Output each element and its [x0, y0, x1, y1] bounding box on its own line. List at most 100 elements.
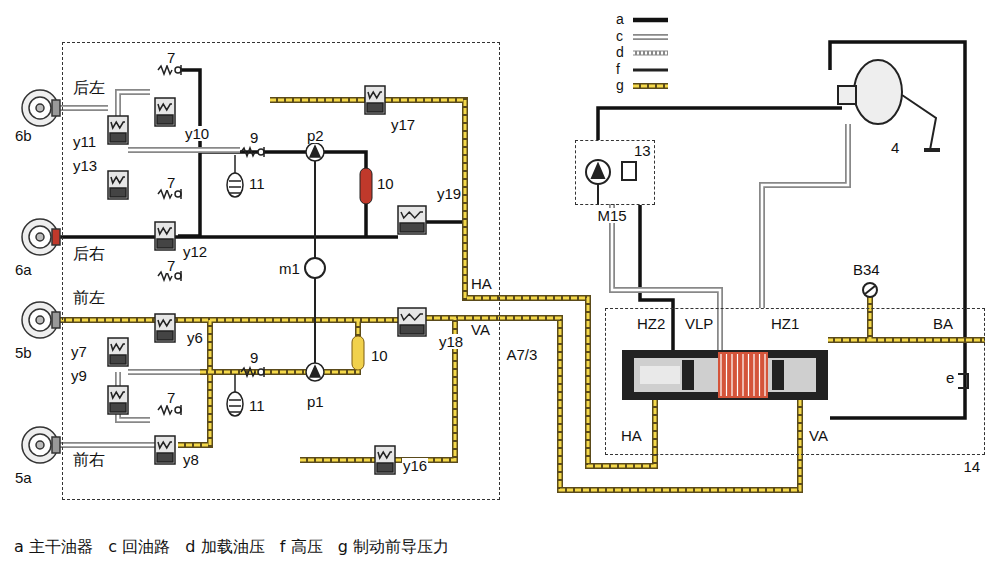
valve-symbol	[155, 98, 175, 126]
pilot-pressure-pipe-core	[426, 317, 500, 320]
valve-symbol	[111, 177, 125, 183]
valve-symbol	[306, 363, 324, 381]
callout-label: y10	[184, 126, 210, 141]
tandem-master-cylinder	[640, 366, 680, 384]
legend-sample	[633, 34, 668, 40]
legend-letter: g	[615, 78, 625, 92]
return-pipe	[128, 147, 240, 153]
valve-symbol	[108, 116, 128, 144]
callout-label: y11	[72, 134, 97, 149]
unit-callout: 14	[963, 459, 982, 474]
callout-label: HA	[620, 428, 643, 443]
pilot-pressure-pipe	[58, 100, 985, 460]
pipe-line	[499, 298, 655, 466]
pressure-sensor	[863, 283, 877, 297]
valve-symbol	[175, 273, 181, 279]
valve-symbol	[155, 314, 175, 342]
return-pipe	[58, 105, 108, 111]
legend-letter: d	[615, 45, 625, 59]
callout-label: y12	[182, 244, 208, 259]
valve-symbol	[158, 66, 172, 74]
valve-symbol	[158, 406, 172, 414]
return-pipe-core	[58, 444, 155, 447]
valve-symbol	[401, 314, 423, 320]
valve-symbol	[368, 92, 382, 98]
tandem-master-cylinder	[682, 360, 694, 390]
valve-symbol	[158, 320, 172, 326]
callout-label: 9	[249, 350, 259, 365]
pipe-line	[499, 318, 800, 490]
valve-symbol	[108, 171, 128, 199]
valve-symbol	[155, 222, 175, 250]
valve-symbol	[108, 171, 128, 199]
high-pressure-pipe	[830, 42, 965, 418]
legend-sample	[633, 85, 668, 88]
legend-sample	[633, 36, 668, 39]
return-pipe	[717, 308, 723, 352]
valve-symbol	[155, 98, 175, 126]
callout-label: y7	[70, 344, 88, 359]
pump-shaft	[305, 258, 325, 278]
valve-symbol	[367, 103, 383, 112]
callout-label: 6b	[14, 128, 33, 143]
callout-label: VLP	[684, 316, 714, 331]
valve-symbol	[234, 155, 236, 173]
valve-symbol	[158, 104, 172, 110]
legend-letter: c	[615, 29, 624, 43]
valve-symbol	[241, 148, 255, 156]
valve-symbol	[263, 367, 265, 377]
pilot-pressure-pipe-core	[300, 318, 455, 460]
valve-symbol	[258, 149, 264, 155]
wheel-position: 前右	[72, 452, 106, 468]
high-pressure-pipe	[178, 70, 200, 237]
valve-symbol	[365, 86, 385, 114]
pilot-pressure-pipe-core	[799, 400, 802, 455]
pilot-pressure-pipe	[300, 318, 455, 460]
valve-symbol	[352, 336, 364, 370]
callout-label: VA	[808, 428, 829, 443]
wheel-position: 后左	[72, 80, 106, 96]
callout-label: 6a	[14, 262, 33, 277]
pilot-pressure-pipe-core	[58, 100, 985, 460]
cylinder-spring	[726, 354, 727, 396]
brake-booster	[838, 60, 940, 150]
valve-symbol	[377, 463, 393, 472]
valve-symbol	[398, 206, 426, 234]
valve-symbol	[52, 312, 60, 328]
cylinder-spring	[764, 354, 765, 396]
valve-symbol	[310, 146, 320, 157]
callout-label: p2	[306, 128, 325, 143]
pipe-line	[612, 204, 720, 309]
valve-symbol	[306, 143, 324, 161]
valve-symbol	[258, 369, 264, 375]
pipe-connector	[499, 298, 655, 466]
pilot-pressure-pipe-core	[178, 320, 210, 445]
valve-symbol	[155, 436, 175, 464]
high-pressure-pipe	[598, 108, 842, 140]
valve-symbol	[234, 374, 236, 392]
high-pressure-pipe	[426, 220, 465, 224]
valve-symbol	[110, 403, 126, 412]
callout-label: 13	[633, 143, 652, 158]
legend-sample	[633, 52, 668, 55]
valve-symbol	[400, 223, 424, 232]
pilot-pressure-pipe	[178, 320, 210, 445]
callout-label: 9	[249, 130, 259, 145]
valve-symbol	[52, 100, 60, 116]
callout-label: 7	[166, 390, 176, 405]
legend-letter: a	[615, 12, 625, 26]
valve-symbol	[29, 309, 51, 331]
pump-shaft	[314, 278, 316, 363]
valve-symbol	[108, 338, 128, 366]
callout-label: 10	[376, 176, 395, 191]
callout-label: 4	[890, 140, 900, 155]
valve-symbol	[108, 386, 128, 414]
pilot-pressure-pipe-core	[654, 400, 657, 455]
valve-symbol	[306, 143, 324, 161]
valve-symbol	[157, 331, 173, 340]
tandem-master-cylinder	[718, 352, 768, 398]
legend-sample	[633, 20, 668, 86]
valve-symbol	[365, 86, 385, 114]
pressure-sensor	[863, 283, 968, 388]
